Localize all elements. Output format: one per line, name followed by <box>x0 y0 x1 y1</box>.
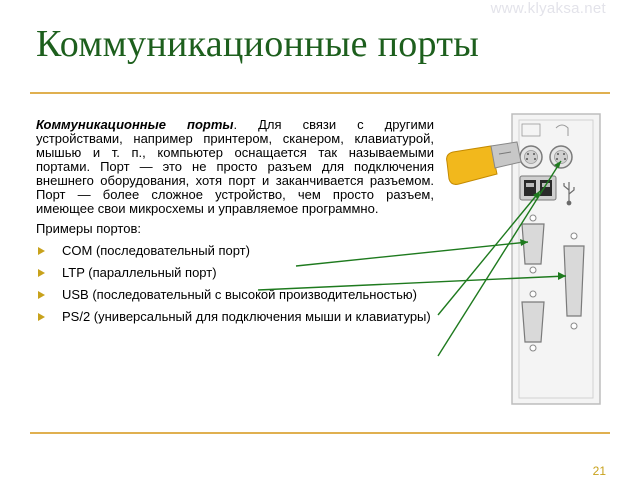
port-item-ps2: PS/2 (универсальный для подключения мыши… <box>36 310 434 324</box>
port-label: PS/2 (универсальный для подключения мыши… <box>62 309 431 324</box>
arrow-heads <box>520 161 566 280</box>
slide-body: Коммуникационные порты. Для связи с друг… <box>36 118 434 324</box>
intro-term: Коммуникационные порты <box>36 117 234 132</box>
lpt-port <box>563 232 585 330</box>
port-item-com: COM (последовательный порт) <box>36 244 434 258</box>
page-number: 21 <box>592 464 606 478</box>
com-port-2 <box>521 290 545 352</box>
slide-title: Коммуникационные порты <box>36 23 480 65</box>
bullet-icon <box>38 247 45 255</box>
title-divider <box>30 92 610 94</box>
mouse-icon <box>555 124 569 136</box>
intro-paragraph: Коммуникационные порты. Для связи с друг… <box>36 118 434 216</box>
port-item-lpt: LTP (параллельный порт) <box>36 266 434 280</box>
back-panel-inner <box>518 119 594 399</box>
port-label: USB (последовательный с высокой производ… <box>62 287 417 302</box>
bullet-icon <box>38 269 45 277</box>
com-port <box>521 214 545 274</box>
port-item-usb: USB (последовательный с высокой производ… <box>36 288 434 302</box>
watermark: www.klyaksa.net <box>490 0 606 17</box>
footer-divider <box>30 432 610 434</box>
port-label: COM (последовательный порт) <box>62 243 250 258</box>
pointer-arrows <box>257 160 567 357</box>
bullet-icon <box>38 313 45 321</box>
intro-text: . Для связи с другими устройствами, напр… <box>36 117 434 216</box>
ports-list: COM (последовательный порт) LTP (паралле… <box>36 244 434 324</box>
keyboard-icon <box>521 123 541 137</box>
usb-plug <box>446 141 522 185</box>
usb-symbol-icon <box>563 182 575 206</box>
examples-label: Примеры портов: <box>36 221 141 236</box>
port-label: LTP (параллельный порт) <box>62 265 217 280</box>
bullet-icon <box>38 291 45 299</box>
